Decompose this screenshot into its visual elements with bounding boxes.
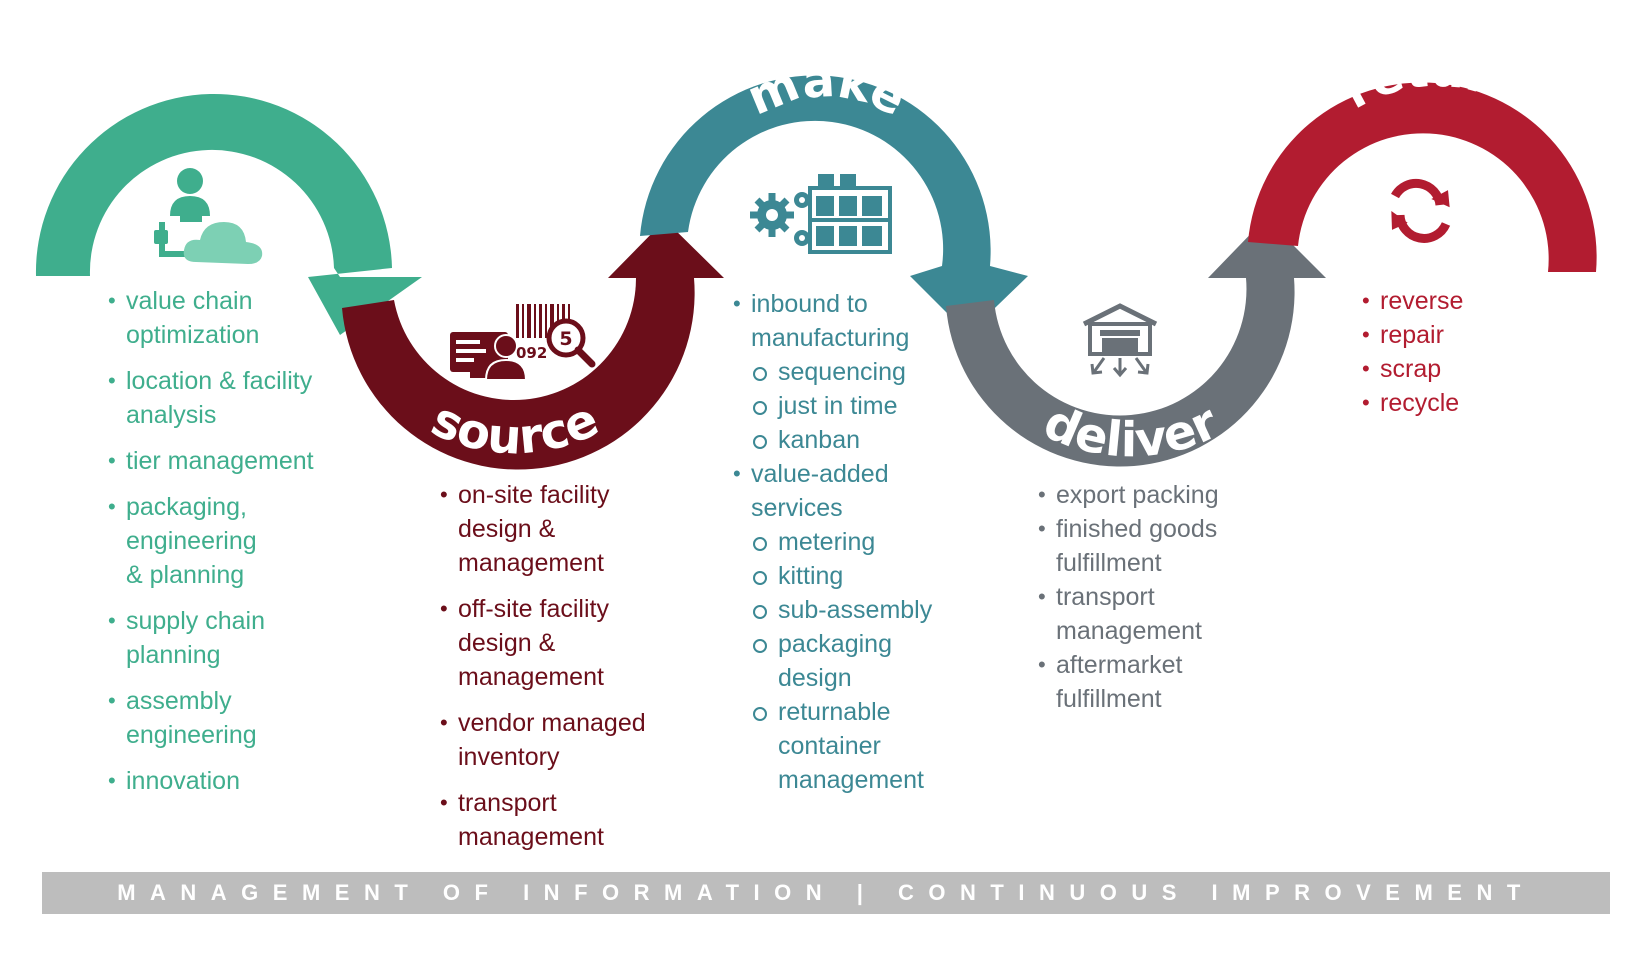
list-item-label: value-added services: [751, 460, 889, 522]
sub-list-item: returnable container management: [751, 695, 938, 797]
sub-list-item: metering: [751, 525, 973, 559]
list-item: assembly engineering: [108, 684, 306, 752]
svg-text:engineer: engineer: [71, 0, 344, 66]
list-item: scrap: [1362, 352, 1522, 386]
gears-shelving-icon: [750, 174, 892, 254]
barcode-number: 092: [516, 344, 547, 362]
list-item: on-site facility design & management: [440, 478, 638, 580]
sub-list-item: kitting: [751, 559, 973, 593]
list-item: value chain optimization: [108, 284, 348, 352]
list-item: reverse: [1362, 284, 1522, 318]
list-item-label: inbound to manufacturing: [751, 290, 910, 352]
engineer-cloud-icon: [154, 168, 263, 264]
engineer-title: engineer: [71, 0, 344, 66]
make-arc: make: [640, 52, 1028, 334]
list-item: transport management: [1038, 580, 1216, 648]
list-item: vendor managed inventory: [440, 706, 670, 774]
list-item: recycle: [1362, 386, 1522, 420]
list-item: supply chain planning: [108, 604, 306, 672]
sub-list-item: sequencing: [751, 355, 973, 389]
svg-text:deliver: deliver: [1036, 394, 1227, 469]
sub-list-item: just in time: [751, 389, 973, 423]
source-list: on-site facility design & management off…: [440, 478, 670, 866]
sub-list-item: packaging design: [751, 627, 908, 695]
deliver-list: export packing finished goods fulfillmen…: [1038, 478, 1258, 716]
list-item: off-site facility design & management: [440, 592, 638, 694]
badge-number: 5: [559, 328, 572, 350]
list-item: value-added services metering kitting su…: [733, 457, 973, 797]
deliver-title: deliver: [1036, 394, 1227, 469]
list-item: location & facility analysis: [108, 364, 348, 432]
recycle-arrows-icon: [1391, 178, 1451, 243]
footer-banner: MANAGEMENT OF INFORMATION | CONTINUOUS I…: [42, 872, 1610, 914]
sub-list-item: kanban: [751, 423, 973, 457]
barcode-search-icon: 092 5: [450, 304, 596, 381]
list-item: aftermarket fulfillment: [1038, 648, 1206, 716]
source-arc: source: [342, 220, 724, 470]
list-item: tier management: [108, 444, 348, 478]
return-list: reverse repair scrap recycle: [1362, 284, 1522, 420]
make-list: inbound to manufacturing sequencing just…: [733, 287, 973, 797]
list-item: packaging, engineering & planning: [108, 490, 276, 592]
list-item: export packing: [1038, 478, 1258, 512]
warehouse-icon: [1082, 303, 1158, 378]
list-item: innovation: [108, 764, 348, 798]
list-item: transport management: [440, 786, 638, 854]
list-item: repair: [1362, 318, 1522, 352]
list-item: inbound to manufacturing sequencing just…: [733, 287, 973, 457]
list-item: finished goods fulfillment: [1038, 512, 1236, 580]
engineer-list: value chain optimization location & faci…: [108, 284, 348, 810]
sub-list-item: sub-assembly: [751, 593, 973, 627]
